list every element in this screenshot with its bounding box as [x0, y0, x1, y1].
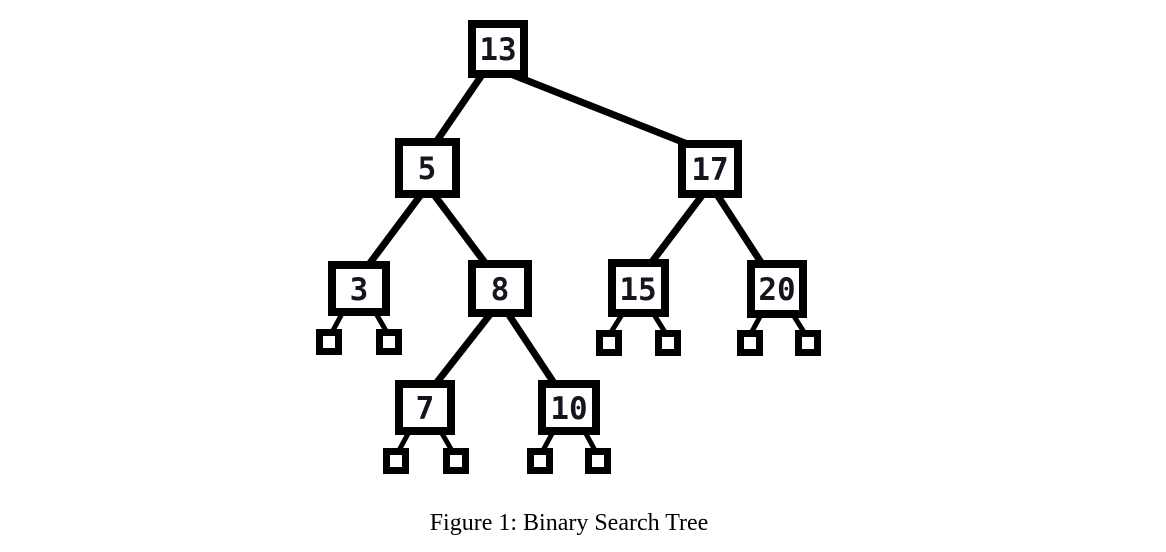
node-box-8: [468, 260, 532, 317]
edge-13-17: [501, 67, 692, 149]
node-value-3: 3: [350, 272, 369, 308]
node-value-5: 5: [418, 151, 437, 187]
nil-leaf-7-left: [383, 448, 409, 474]
nil-leaf-3-left: [316, 329, 342, 355]
node-box-7: [395, 380, 455, 435]
node-box-20: [747, 260, 807, 318]
nil-leaf-20-right: [795, 330, 821, 356]
node-box-5: [395, 138, 460, 198]
nil-leaf-20-left: [737, 330, 763, 356]
node-value-15: 15: [619, 272, 656, 308]
node-value-7: 7: [416, 391, 435, 427]
tree-node-8: 8: [468, 260, 532, 317]
tree-node-5: 5: [395, 138, 460, 198]
node-value-13: 13: [479, 32, 516, 68]
node-box-10: [538, 380, 600, 435]
nil-leaf-15-right: [655, 330, 681, 356]
edge-5-8: [429, 189, 492, 271]
tree-node-15: 15: [608, 259, 669, 317]
edge-8-10: [504, 310, 559, 388]
node-box-13: [468, 20, 528, 78]
tree-node-17: 17: [678, 140, 742, 198]
node-box-17: [678, 140, 742, 198]
node-value-20: 20: [758, 272, 795, 308]
tree-node-3: 3: [328, 261, 390, 316]
nil-leaf-7-right: [443, 448, 469, 474]
tree-edges: [364, 67, 767, 389]
edge-13-5: [431, 70, 487, 147]
tree-node-7: 7: [395, 380, 455, 435]
node-value-8: 8: [491, 272, 510, 308]
node-value-10: 10: [550, 391, 587, 427]
nil-leaves: [316, 329, 821, 474]
nil-leaf-15-left: [596, 330, 622, 356]
nil-leaf-3-right: [376, 329, 402, 355]
edge-5-3: [364, 189, 426, 270]
figure-caption: Figure 1: Binary Search Tree: [430, 510, 709, 536]
tree-node-10: 10: [538, 380, 600, 435]
edge-17-15: [645, 190, 707, 270]
edge-17-20: [713, 191, 767, 269]
node-box-15: [608, 259, 669, 317]
node-box-3: [328, 261, 390, 316]
nil-leaf-10-right: [585, 448, 611, 474]
nil-leaf-10-left: [527, 448, 553, 474]
tree-node-20: 20: [747, 260, 807, 318]
edge-8-7: [431, 309, 495, 389]
tree-node-13: 13: [468, 20, 528, 78]
node-value-17: 17: [691, 152, 728, 188]
